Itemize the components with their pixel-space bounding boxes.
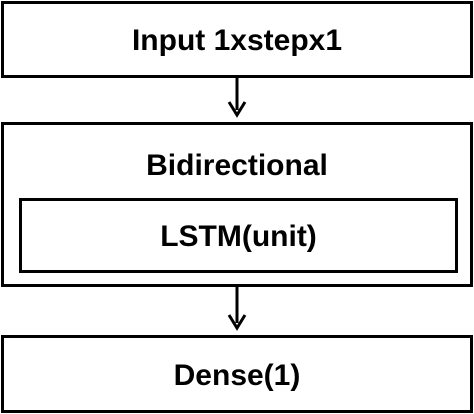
dense-layer-box: Dense(1) bbox=[1, 335, 473, 413]
bidirectional-layer-box: Bidirectional LSTM(unit) bbox=[1, 122, 473, 287]
lstm-layer-label: LSTM(unit) bbox=[160, 220, 317, 253]
input-layer-label: Input 1xstepx1 bbox=[131, 24, 343, 57]
bidirectional-layer-label: Bidirectional bbox=[146, 149, 328, 182]
input-layer-box: Input 1xstepx1 bbox=[1, 1, 473, 78]
dense-layer-label: Dense(1) bbox=[173, 359, 301, 392]
lstm-layer-box: LSTM(unit) bbox=[19, 198, 458, 273]
